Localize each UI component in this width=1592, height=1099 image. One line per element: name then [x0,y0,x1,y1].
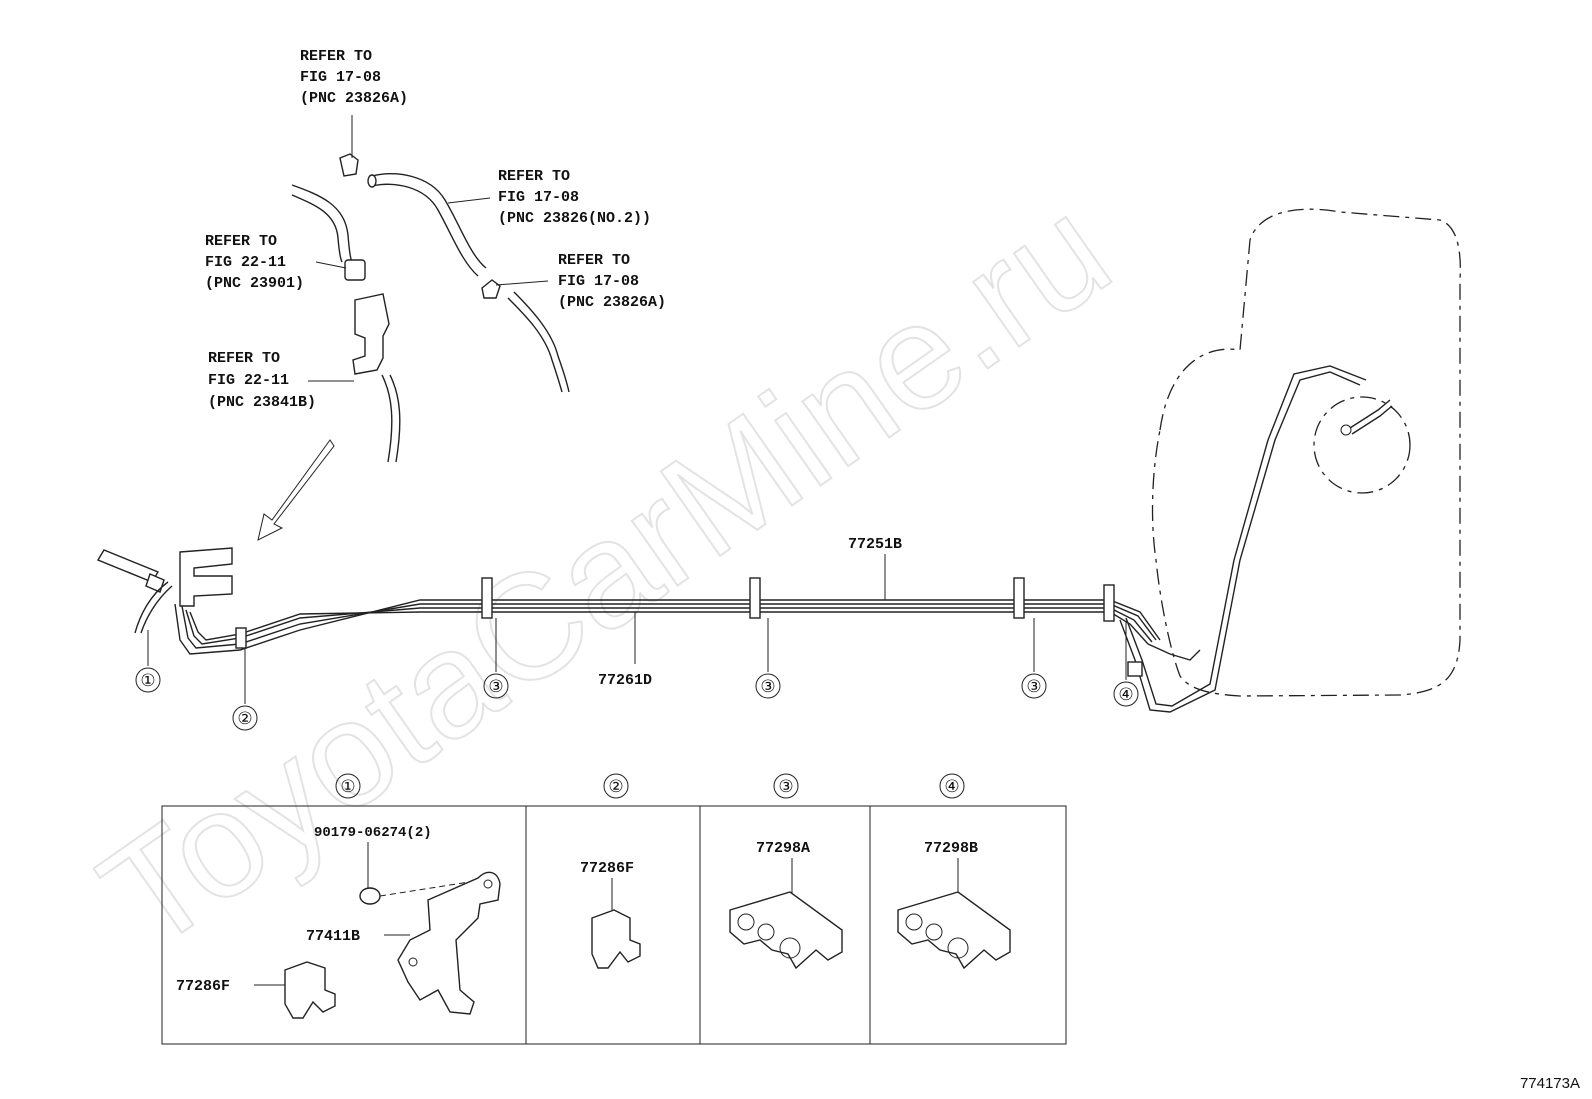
callout-1: REFER TO FIG 17-08 (PNC 23826A) [300,48,408,107]
clamp-3b-band [749,577,761,619]
clip-77286F-a [284,961,336,1019]
svg-text:③: ③ [488,677,503,696]
clamp-4b-band [1127,661,1143,677]
svg-text:FIG 22-11: FIG 22-11 [208,372,289,389]
connector-bracket [352,293,390,375]
svg-text:(PNC 23826(NO.2)): (PNC 23826(NO.2)) [498,210,651,227]
bracket-77411B [397,871,501,1015]
detail-box-2: 77286F [580,860,641,969]
marker-1: ① [135,630,161,693]
svg-text:④: ④ [944,777,959,796]
clamp-77298B [897,891,1011,970]
clamp-77298A [729,891,843,970]
callout-3: REFER TO FIG 22-11 (PNC 23901) [205,233,304,292]
clip-77286F-b [591,909,641,969]
svg-text:REFER TO: REFER TO [208,350,280,367]
detail-table [161,805,1067,1045]
marker-3a: ③ [483,618,509,699]
svg-text:REFER TO: REFER TO [205,233,277,250]
clamp-3a-band [481,577,493,619]
svg-text:②: ② [608,777,623,796]
marker-3b: ③ [755,618,781,699]
svg-text:FIG 17-08: FIG 17-08 [558,273,639,290]
part-77286F-a: 77286F [176,978,230,995]
svg-text:(PNC 23841B): (PNC 23841B) [208,394,316,411]
svg-text:③: ③ [778,777,793,796]
marker-3c: ③ [1021,618,1047,699]
part-90179-06274: 90179-06274(2) [314,825,432,841]
svg-text:③: ③ [1026,677,1041,696]
label-77251B: 77251B [848,536,902,553]
svg-text:REFER TO: REFER TO [558,252,630,269]
marker-4: ④ [1113,622,1139,707]
svg-text:(PNC 23901): (PNC 23901) [205,275,304,292]
part-77298A: 77298A [756,840,810,857]
diagram-code: 774173A [1520,1075,1580,1092]
clamp-2-band [235,627,247,649]
label-77261D: 77261D [598,672,652,689]
hose-clip-top [339,153,359,177]
svg-text:①: ① [340,777,355,796]
detail-headers: ① ② ③ ④ [335,773,965,799]
callout-5: REFER TO FIG 22-11 (PNC 23841B) [208,350,316,411]
marker-2: ② [232,648,258,731]
hose-no2 [371,173,487,269]
callout-2: REFER TO FIG 17-08 (PNC 23826(NO.2)) [498,168,651,227]
svg-text:②: ② [237,709,252,728]
clamp-4-band [1103,584,1115,622]
callout-4: REFER TO FIG 17-08 (PNC 23826A) [558,252,666,311]
svg-text:FIG 22-11: FIG 22-11 [205,254,286,271]
part-77286F-b: 77286F [580,860,634,877]
clamp-3c-band [1013,577,1025,619]
svg-text:④: ④ [1118,685,1133,704]
hose-group-top [291,115,570,463]
detail-box-4: 77298B [897,840,1011,970]
part-77411B: 77411B [306,928,360,945]
fuel-tank-outline [1151,208,1461,697]
svg-text:①: ① [140,671,155,690]
detail-box-3: 77298A [729,840,843,970]
svg-text:REFER TO: REFER TO [498,168,570,185]
svg-text:(PNC 23826A): (PNC 23826A) [300,90,408,107]
direction-arrow [257,439,335,541]
svg-text:FIG 17-08: FIG 17-08 [300,69,381,86]
detail-box-1: 90179-06274(2) 77411B 77286F [176,825,501,1019]
svg-text:REFER TO: REFER TO [300,48,372,65]
svg-text:③: ③ [760,677,775,696]
part-77298B: 77298B [924,840,978,857]
svg-text:FIG 17-08: FIG 17-08 [498,189,579,206]
svg-text:(PNC 23826A): (PNC 23826A) [558,294,666,311]
hose-clip-lower [481,279,501,299]
fuel-pipe-assembly [96,365,1367,713]
